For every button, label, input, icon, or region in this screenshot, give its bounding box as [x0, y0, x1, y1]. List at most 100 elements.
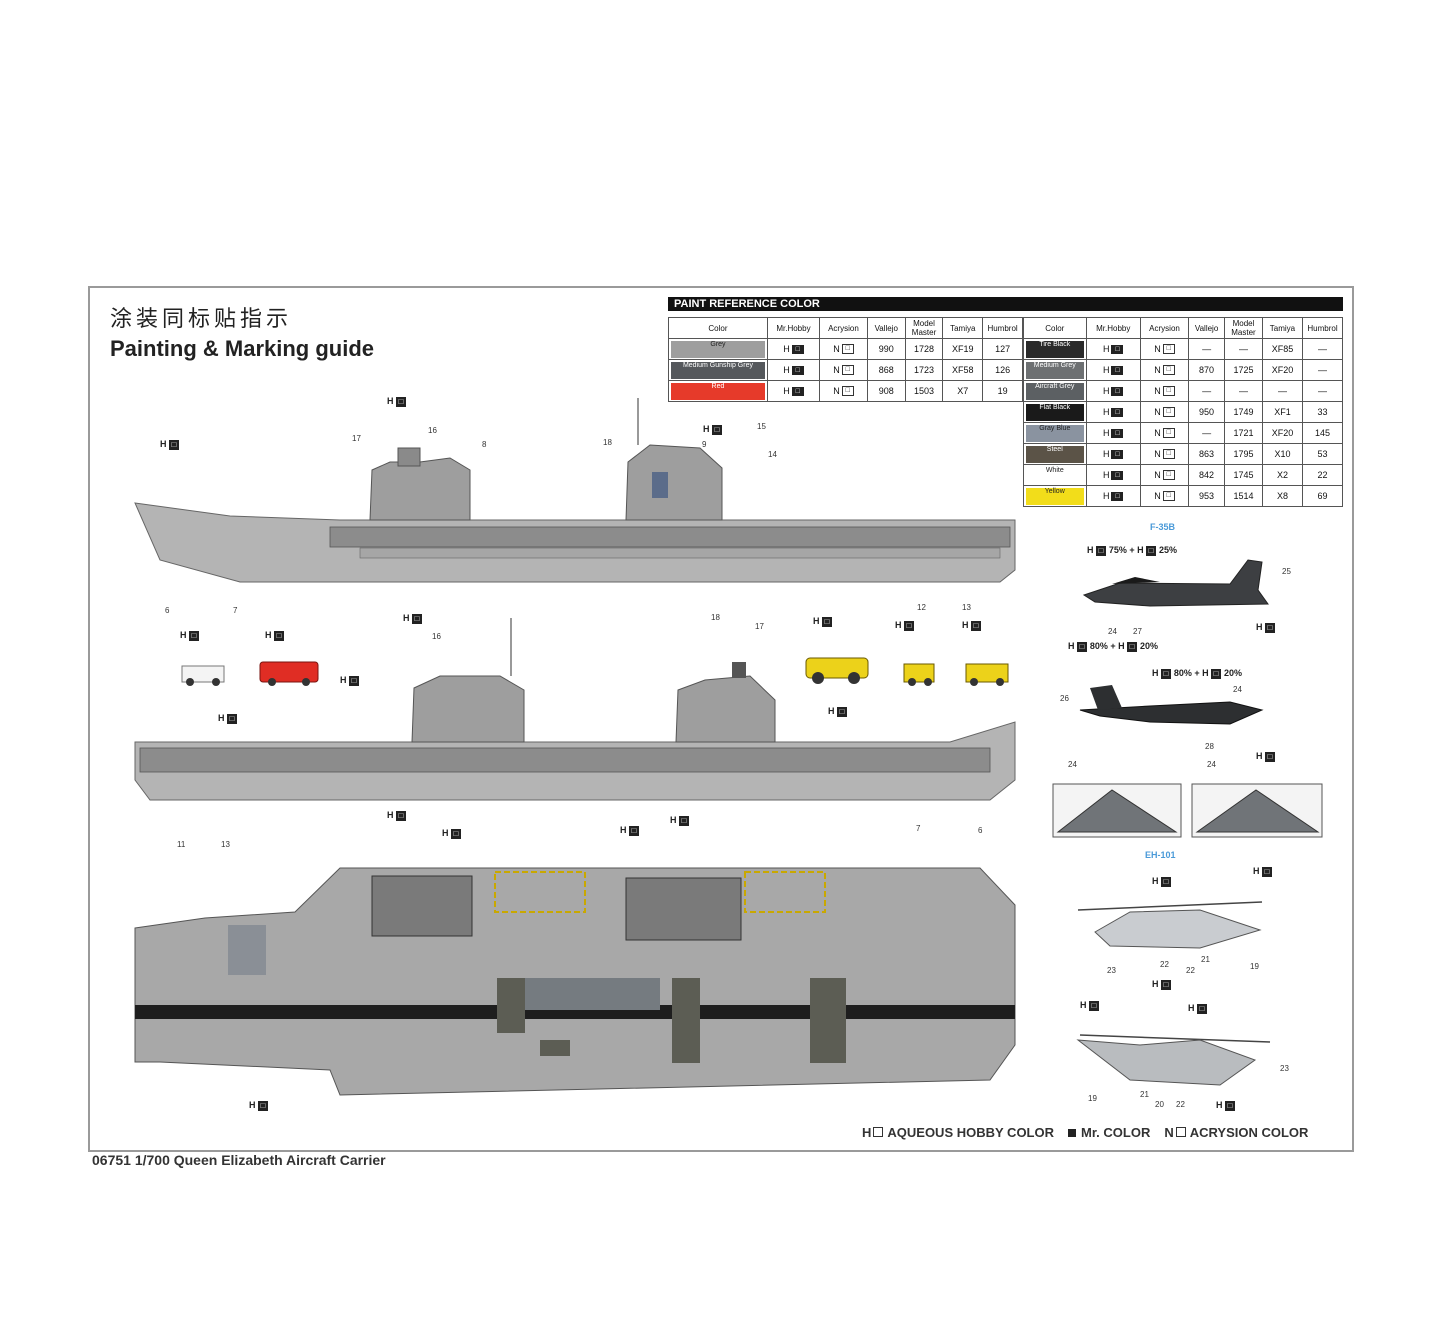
acrysion-code: N — [1154, 427, 1161, 438]
color-swatch: Medium Gunship Grey — [671, 361, 765, 379]
vehicle-white — [181, 665, 225, 686]
part-number: 14 — [768, 450, 777, 459]
callout-h-17: H□ — [249, 1100, 269, 1111]
hobby-code: H — [783, 343, 790, 354]
part-number: 27 — [1133, 627, 1142, 636]
acrysion-code: N — [1154, 406, 1161, 417]
callout-h-13: H□ — [387, 810, 407, 821]
part-number: 13 — [962, 603, 971, 612]
acrysion-code: N — [1154, 448, 1161, 459]
vehicle-red — [259, 661, 319, 686]
humbrol-value: 33 — [1301, 401, 1344, 423]
f35-folded-view — [1079, 685, 1264, 725]
callout-h-8: H□ — [218, 713, 238, 724]
part-number: 16 — [428, 426, 437, 435]
part-number: 22 — [1176, 1100, 1185, 1109]
part-number: 25 — [1282, 567, 1291, 576]
callout-h-11: H□ — [962, 620, 982, 631]
f35-side-view — [1082, 559, 1269, 607]
hobby-code: H — [1102, 385, 1110, 396]
callout-h-23: H□ — [1080, 1000, 1100, 1011]
part-number: 20 — [1155, 1100, 1164, 1109]
part-number: 17 — [352, 434, 361, 443]
merlin-helicopter-1 — [1077, 901, 1263, 949]
color-swatch: Gray Blue — [1026, 424, 1084, 442]
callout-h-14: H□ — [442, 828, 462, 839]
part-number: 24 — [1207, 760, 1216, 769]
humbrol-value: 19 — [982, 380, 1023, 402]
acrysion-code: N — [833, 364, 840, 375]
acrysion-code: N — [1154, 490, 1161, 501]
callout-h-12: H□ — [828, 706, 848, 717]
paint-table-header: PAINT REFERENCE COLOR — [668, 297, 1343, 311]
callout-f35-mix-a: H□ 75% + H□ 25% — [1087, 545, 1178, 556]
acrysion-code: N — [833, 343, 840, 354]
ship-side-view-port — [134, 618, 1016, 801]
callout-h-16: H□ — [670, 815, 690, 826]
part-number: 12 — [917, 603, 926, 612]
part-number: 21 — [1201, 955, 1210, 964]
paint-table-left: Color Mr.Hobby Acrysion Vallejo Model Ma… — [668, 317, 1023, 402]
callout-f35-mix-b: H□ 80% + H□ 20% — [1068, 641, 1159, 652]
acrysion-code: N — [833, 385, 840, 396]
color-swatch: Red — [671, 382, 765, 400]
part-number: 6 — [165, 606, 170, 615]
part-number: 15 — [757, 422, 766, 431]
callout-h-15: H□ — [620, 825, 640, 836]
callout-h-2: H□ — [160, 439, 180, 450]
color-swatch: Tire Black — [1026, 340, 1084, 358]
callout-h-5: H□ — [180, 630, 200, 641]
vehicle-yellow-tug — [805, 657, 869, 684]
f35-caption: F-35B — [1150, 522, 1176, 532]
hobby-code: H — [1102, 469, 1110, 480]
vehicle-yellow-forklift — [903, 663, 935, 686]
part-number: 11 — [177, 840, 186, 849]
color-swatch: Flat Black — [1026, 403, 1084, 421]
color-swatch: Steel — [1026, 445, 1084, 463]
callout-h-21: H□ — [1253, 866, 1273, 877]
part-number: 9 — [702, 440, 707, 449]
acrysion-code: N — [1154, 469, 1161, 480]
callout-h-9: H□ — [813, 616, 833, 627]
callout-h-10: H□ — [895, 620, 915, 631]
part-number: 26 — [1060, 694, 1069, 703]
part-number: 13 — [221, 840, 230, 849]
hobby-code: H — [783, 385, 790, 396]
hobby-code: H — [1102, 427, 1110, 438]
part-number: 7 — [233, 606, 238, 615]
hobby-code: H — [1102, 490, 1110, 501]
part-number: 7 — [916, 824, 921, 833]
callout-h-22: H□ — [1152, 979, 1172, 990]
paint-table-right-header: Color Mr.Hobby Acrysion Vallejo Model Ma… — [1023, 317, 1344, 339]
color-swatch: Aircraft Grey — [1026, 382, 1084, 400]
part-number: 22 — [1186, 966, 1195, 975]
part-number: 17 — [755, 622, 764, 631]
f35-top-view-left — [1052, 783, 1182, 838]
callout-h-20: H□ — [1152, 876, 1172, 887]
color-swatch: Yellow — [1026, 487, 1084, 505]
hobby-code: H — [1102, 364, 1110, 375]
chinese-title: 涂装同标贴指示 — [110, 307, 293, 332]
acrysion-code: N — [1154, 364, 1161, 375]
part-number: 22 — [1160, 960, 1169, 969]
part-number: 6 — [978, 826, 983, 835]
callout-h-1: H□ — [387, 396, 407, 407]
part-number: 21 — [1140, 1090, 1149, 1099]
callout-h-24: H□ — [1188, 1003, 1208, 1014]
f35-top-view-right — [1191, 783, 1323, 838]
part-number: 28 — [1205, 742, 1214, 751]
flight-deck-plan — [134, 867, 1016, 1096]
hobby-code: H — [1102, 448, 1110, 459]
part-number: 16 — [432, 632, 441, 641]
